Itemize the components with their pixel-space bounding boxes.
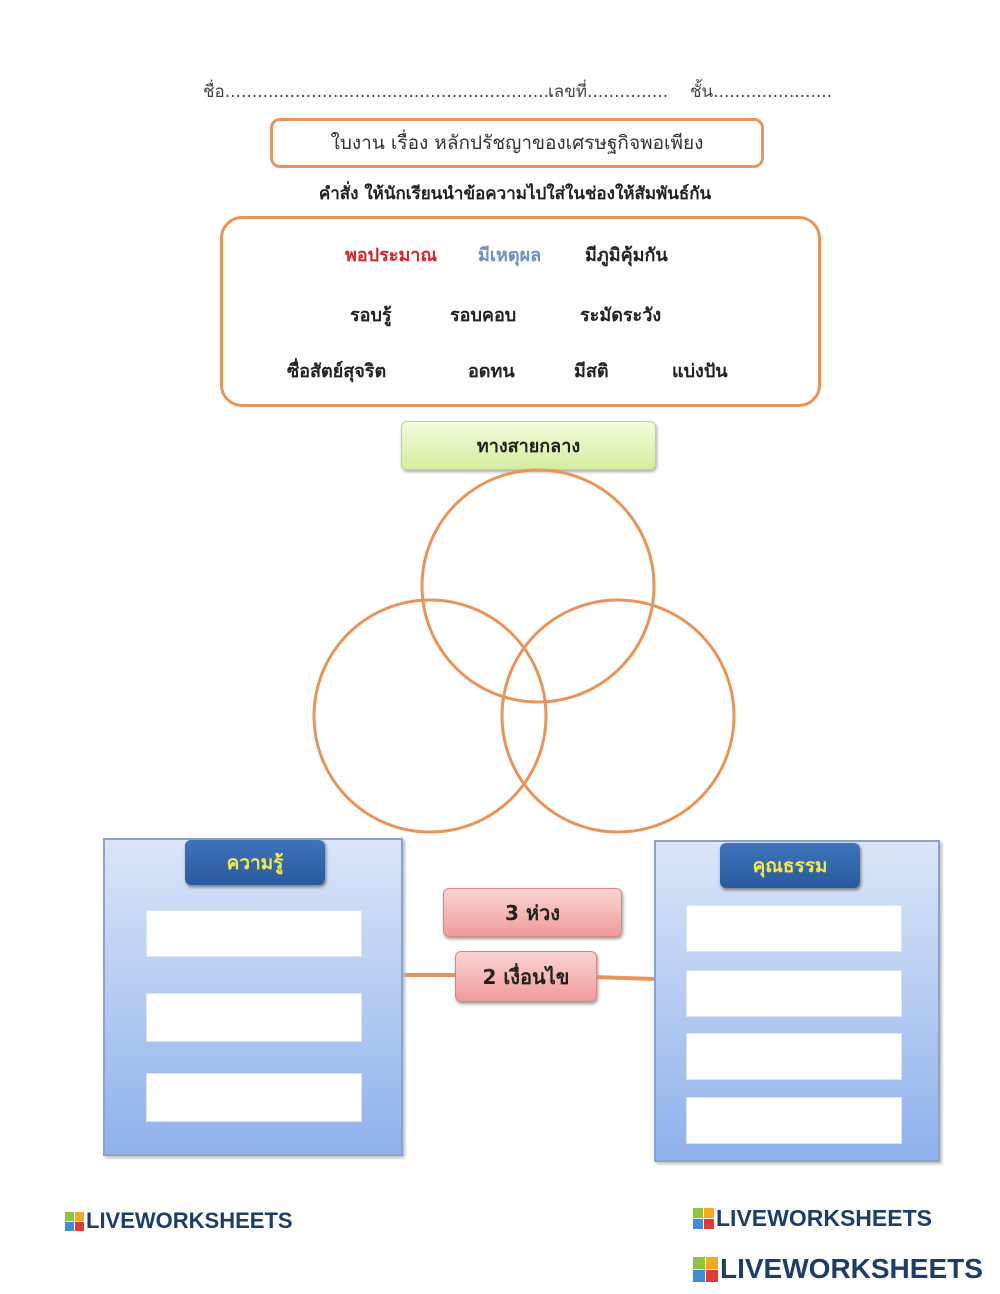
venn-circle-top[interactable] bbox=[420, 468, 656, 704]
morality-header: คุณธรรม bbox=[720, 843, 860, 888]
two-conditions-label: 2 เงื่อนไข bbox=[455, 951, 597, 1002]
logo-text: LIVEWORKSHEETS bbox=[86, 1208, 293, 1233]
logo-icon bbox=[693, 1208, 714, 1229]
venn-circle-left[interactable] bbox=[312, 598, 548, 834]
worksheet-title: ใบงาน เรื่อง หลักปรัชญาของเศรษฐกิจพอเพีย… bbox=[270, 118, 764, 168]
logo-text: LIVEWORKSHEETS bbox=[720, 1253, 983, 1284]
word-item[interactable]: อดทน bbox=[468, 361, 515, 382]
liveworksheets-logo: LIVEWORKSHEETS bbox=[693, 1205, 932, 1232]
word-item[interactable]: มีสติ bbox=[574, 361, 609, 382]
logo-icon bbox=[693, 1256, 718, 1282]
word-item[interactable]: ระมัดระวัง bbox=[580, 305, 662, 326]
knowledge-header: ความรู้ bbox=[185, 840, 325, 885]
name-field[interactable]: ชื่อ....................................… bbox=[203, 82, 555, 102]
class-field[interactable]: ชั้น...................... bbox=[690, 82, 833, 102]
venn-circle-right[interactable] bbox=[500, 598, 736, 834]
knowledge-slot-1[interactable] bbox=[146, 910, 362, 957]
word-item[interactable]: ซื่อสัตย์สุจริต bbox=[287, 361, 387, 382]
word-item[interactable]: รอบคอบ bbox=[450, 305, 517, 326]
connector-line bbox=[593, 975, 656, 981]
morality-slot-1[interactable] bbox=[686, 905, 902, 952]
morality-slot-3[interactable] bbox=[686, 1033, 902, 1080]
morality-slot-4[interactable] bbox=[686, 1097, 902, 1144]
word-item[interactable]: มีเหตุผล bbox=[478, 245, 542, 266]
liveworksheets-logo: LIVEWORKSHEETS bbox=[693, 1253, 983, 1285]
word-item[interactable]: พอประมาณ bbox=[345, 245, 438, 266]
logo-icon bbox=[65, 1211, 84, 1231]
liveworksheets-logo: LIVEWORKSHEETS bbox=[65, 1208, 293, 1234]
word-bank bbox=[220, 216, 821, 407]
morality-slot-2[interactable] bbox=[686, 970, 902, 1017]
number-field[interactable]: เลขที่............... bbox=[548, 82, 669, 102]
word-item[interactable]: แบ่งปัน bbox=[672, 361, 728, 382]
word-item[interactable]: มีภูมิคุ้มกัน bbox=[585, 245, 668, 266]
logo-text: LIVEWORKSHEETS bbox=[716, 1205, 932, 1231]
knowledge-slot-2[interactable] bbox=[146, 993, 362, 1042]
instruction: คำสั่ง ให้นักเรียนนำข้อความไปใส่ในช่องให… bbox=[318, 184, 712, 204]
three-rings-label: 3 ห่วง bbox=[443, 888, 622, 937]
knowledge-slot-3[interactable] bbox=[146, 1073, 362, 1122]
word-item[interactable]: รอบรู้ bbox=[350, 305, 392, 326]
middle-path-label: ทางสายกลาง bbox=[401, 421, 656, 470]
